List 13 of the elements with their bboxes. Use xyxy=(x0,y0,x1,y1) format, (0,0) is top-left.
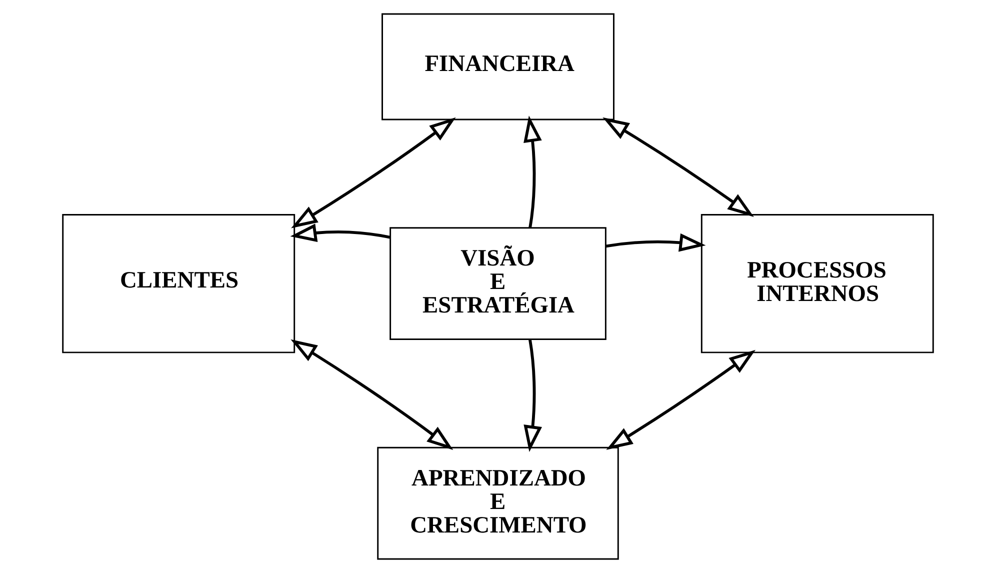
node-box: FINANCEIRA xyxy=(381,13,614,120)
node-box: CLIENTES xyxy=(62,214,295,354)
arrow xyxy=(523,116,542,228)
arrow xyxy=(606,350,756,450)
node-box: APRENDIZADO E CRESCIMENTO xyxy=(376,446,618,560)
arrow xyxy=(523,340,542,452)
node-box: VISÃO E ESTRATÉGIA xyxy=(389,227,606,340)
arrow xyxy=(290,224,390,242)
node-box: PROCESSOS INTERNOS xyxy=(700,214,934,354)
arrow xyxy=(602,117,754,218)
arrow xyxy=(290,117,456,228)
arrow xyxy=(290,339,453,450)
arrow xyxy=(605,233,706,252)
